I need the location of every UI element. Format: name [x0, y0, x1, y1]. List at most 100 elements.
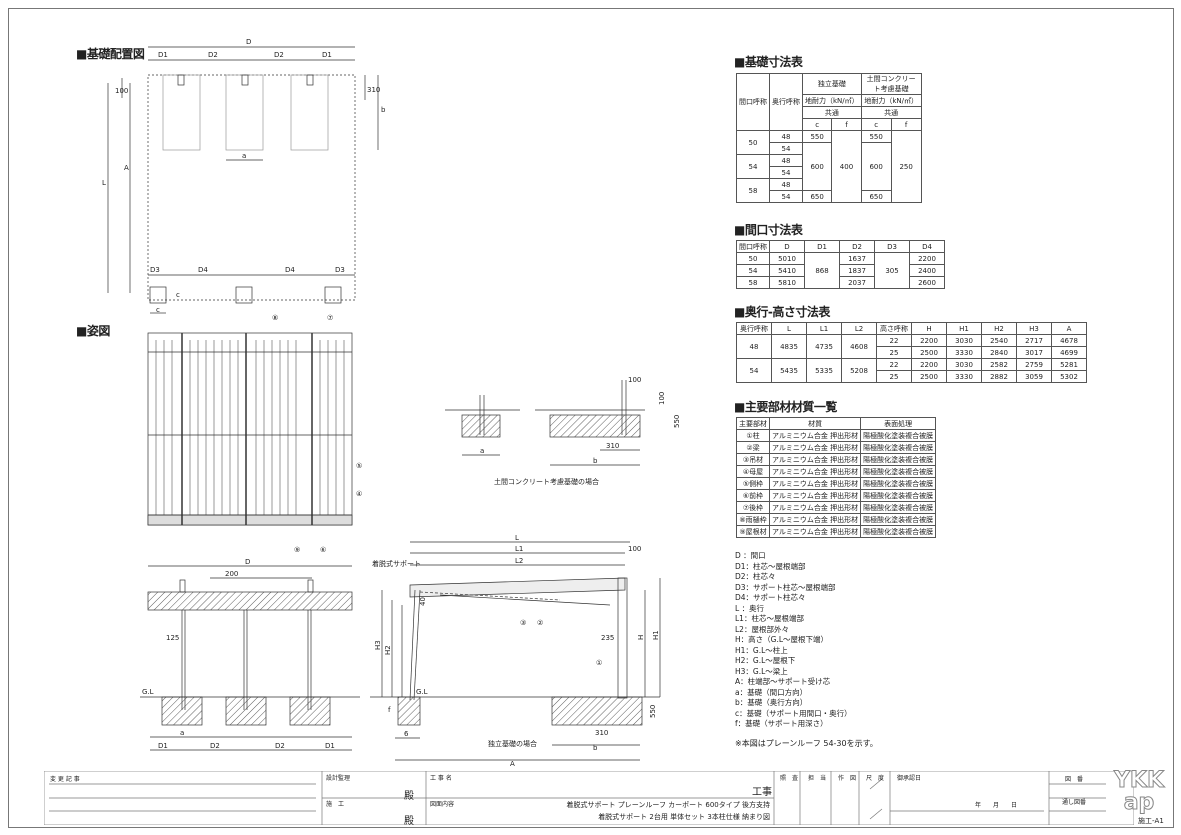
- cell: 3330: [946, 370, 982, 383]
- cell: 58: [736, 276, 770, 289]
- dim-d2: D2: [210, 742, 220, 750]
- table-row: ⑦後枠アルミニウム合金 押出形材陽極酸化塗装複合被膜: [736, 501, 937, 514]
- cell: アルミニウム合金 押出形材: [768, 513, 862, 526]
- project-suffix: 工事: [752, 787, 772, 798]
- col-header: c: [801, 118, 833, 131]
- col-header: 共通: [860, 106, 922, 119]
- table-row: ②梁アルミニウム合金 押出形材陽極酸化塗装複合被膜: [736, 441, 937, 454]
- legend-item: H1：G.L～柱上: [735, 645, 788, 655]
- cell: ⑥前枠: [736, 489, 770, 502]
- legend-item: a：基礎（間口方向）: [735, 687, 808, 697]
- callout-5: ⑤: [356, 462, 362, 470]
- callout-1: ①: [596, 659, 602, 667]
- col-header: 奥行呼称: [736, 322, 772, 335]
- table-row: ⑧雨樋枠アルミニウム合金 押出形材陽極酸化塗装複合被膜: [736, 513, 937, 526]
- dim-l: L: [102, 179, 106, 187]
- col-header: f: [890, 118, 922, 131]
- dim-d1: D1: [158, 51, 168, 59]
- col-header: 独立基礎: [802, 73, 862, 95]
- table-row: ①柱アルミニウム合金 押出形材陽極酸化塗装複合被膜: [736, 429, 937, 442]
- dim-40: 40: [419, 597, 427, 606]
- col-header: 奥行呼称: [769, 73, 803, 131]
- cell: 5281: [1051, 358, 1087, 371]
- cell: アルミニウム合金 押出形材: [768, 429, 862, 442]
- dim-d3: D3: [150, 266, 160, 274]
- dim-a: a: [242, 152, 246, 160]
- date-field: 年 月 日: [975, 802, 1018, 809]
- cell: 5302: [1051, 370, 1087, 383]
- foundation-size-table: 間口呼称奥行呼称独立基礎土間コンクリート考慮基礎 地耐力（kN/㎡）地耐力（kN…: [736, 73, 922, 203]
- col-header: c: [860, 118, 892, 131]
- dim-a: a: [480, 447, 484, 455]
- heading-material-table: ■主要部材材質一覧: [734, 400, 837, 414]
- table-row: ⑨屋根材アルミニウム合金 押出形材陽極酸化塗装複合被膜: [736, 525, 937, 538]
- cell: 4835: [771, 334, 807, 359]
- col-header: L1: [806, 322, 842, 335]
- cell: 陽極酸化塗装複合被膜: [860, 429, 937, 442]
- col-header: D1: [804, 240, 840, 253]
- cell: ⑦後枠: [736, 501, 770, 514]
- cell: 5810: [769, 276, 805, 289]
- dim-l2: L2: [515, 557, 523, 565]
- honorific: 殿: [404, 816, 414, 827]
- cell: 5410: [769, 264, 805, 277]
- legend-item: H2：G.L～屋根下: [735, 656, 796, 665]
- cell: アルミニウム合金 押出形材: [768, 441, 862, 454]
- callout-6: ⑥: [320, 546, 326, 554]
- dim-h2: H2: [384, 645, 392, 655]
- cell: 650: [860, 190, 892, 203]
- dim-c: c: [156, 306, 160, 314]
- cell: ①柱: [736, 429, 770, 442]
- cell: 5010: [769, 252, 805, 265]
- cell: 2840: [981, 346, 1017, 359]
- dim-d3: D3: [335, 266, 345, 274]
- draft-label: 作 図: [838, 775, 857, 782]
- changes-label: 変 更 記 事: [50, 776, 80, 783]
- dim-l: L: [515, 534, 519, 542]
- heading-found-table: ■基礎寸法表: [734, 55, 803, 69]
- cell: アルミニウム合金 押出形材: [768, 501, 862, 514]
- foundation-layout-plan: D D1 D2 D2 D1 a D3 D4 D4 D3 c c L A 100 …: [102, 38, 386, 314]
- approval-date-label: 御承認日: [897, 775, 922, 782]
- cell: 1637: [839, 252, 875, 265]
- cell: 陽極酸化塗装複合被膜: [860, 489, 937, 502]
- legend-item: D3：サポート柱芯～屋根端部: [735, 582, 836, 592]
- dim-d1: D1: [158, 742, 168, 750]
- cell: 48: [736, 334, 772, 359]
- charge-label: 担 当: [808, 775, 827, 782]
- support-label: 着脱式サポート: [372, 559, 421, 568]
- cell: 22: [876, 334, 912, 347]
- legend-item: b：基礎（奥行方向）: [735, 698, 808, 707]
- cell: 2200: [911, 334, 947, 347]
- drawing-title-line1: 着脱式サポート プレーンルーフ カーポート 600タイプ 後方支持: [566, 801, 771, 809]
- cell: 陽極酸化塗装複合被膜: [860, 465, 937, 478]
- cell: 5208: [841, 358, 877, 383]
- cell: 陽極酸化塗装複合被膜: [860, 525, 937, 538]
- callout-2: ②: [537, 619, 543, 627]
- cell: 2500: [911, 346, 947, 359]
- callout-4: ④: [356, 490, 362, 498]
- dim-b: b: [593, 744, 598, 752]
- dim-310: 310: [367, 86, 380, 94]
- dim-l1: L1: [515, 545, 523, 553]
- callout-7: ⑦: [327, 314, 333, 322]
- cell: 2500: [911, 370, 947, 383]
- col-header: 間口呼称: [736, 73, 770, 131]
- dim-a-lower: A: [510, 760, 515, 768]
- dim-f: f: [388, 706, 391, 714]
- cell: 550: [801, 130, 833, 143]
- heading-layout: ■基礎配置図: [76, 47, 145, 61]
- cell: 3330: [946, 346, 982, 359]
- table-row: ④母屋アルミニウム合金 押出形材陽極酸化塗装複合被膜: [736, 465, 937, 478]
- sheet-border: [8, 8, 1174, 828]
- ykk-ap-logo: YKK ap: [1113, 768, 1165, 815]
- col-header: H2: [981, 322, 1017, 335]
- dim-d1: D1: [322, 51, 332, 59]
- cell: 4699: [1051, 346, 1087, 359]
- cell: 2200: [909, 252, 945, 265]
